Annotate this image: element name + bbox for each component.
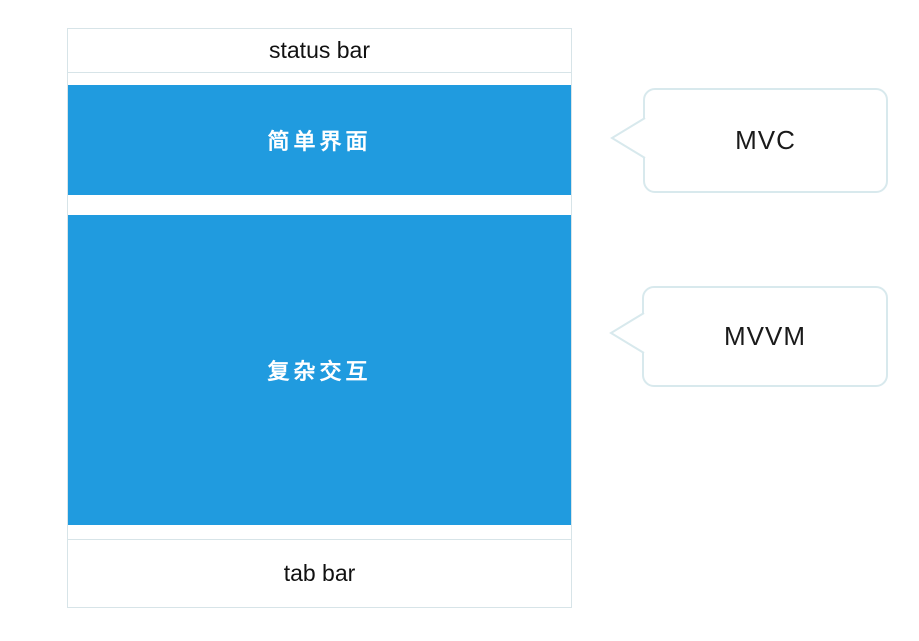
tab-bar-label: tab bar bbox=[283, 560, 356, 586]
callout-mvvm-tail-icon bbox=[608, 311, 645, 355]
section-simple-interface: 简单界面 bbox=[68, 85, 571, 195]
status-bar-label: status bar bbox=[269, 37, 370, 63]
tab-bar: tab bar bbox=[68, 539, 571, 607]
spacer bbox=[68, 195, 571, 215]
callout-mvc: MVC bbox=[643, 88, 888, 193]
callout-mvc-tail-icon bbox=[609, 116, 646, 160]
callout-mvvm-label: MVVM bbox=[724, 321, 806, 351]
status-bar: status bar bbox=[68, 29, 571, 73]
callout-mvvm: MVVM bbox=[642, 286, 888, 387]
section-simple-interface-label: 简单界面 bbox=[267, 129, 372, 154]
phone-frame: status bar 简单界面 复杂交互 tab bar bbox=[67, 28, 572, 608]
section-complex-interaction: 复杂交互 bbox=[68, 215, 571, 525]
section-complex-interaction-label: 复杂交互 bbox=[267, 359, 372, 384]
callout-mvc-label: MVC bbox=[735, 125, 796, 155]
spacer bbox=[68, 525, 571, 539]
spacer bbox=[68, 73, 571, 85]
